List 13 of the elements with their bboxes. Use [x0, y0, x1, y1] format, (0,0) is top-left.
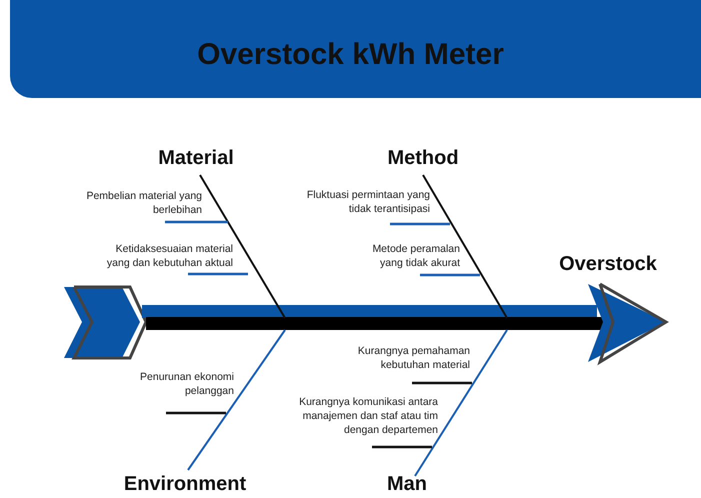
category-label: Overstock — [559, 253, 657, 276]
category-label: Man — [387, 473, 427, 496]
cause-text: Ketidaksesuaian material yang dan kebutuhan aktual — [106, 242, 233, 270]
category-label: Method — [387, 147, 459, 170]
diagram-title: Overstock kWh Meter — [196, 38, 505, 72]
cause-text: Pembelian material yang berlebihan — [85, 189, 202, 217]
cause-text: Penurunan ekonomi pelanggan — [139, 370, 234, 398]
cause-text: Metode peramalan yang tidak akurat — [371, 242, 460, 270]
cause-text: Fluktuasi permintaan yang tidak terantisipasi — [306, 188, 430, 216]
category-label: Environment — [124, 473, 246, 496]
category-label: Material — [158, 147, 234, 170]
cause-text: Kurangnya komunikasi antara manajemen dan staf atau tim dengan departemen — [298, 395, 438, 437]
cause-text: Kurangnya pemahaman kebutuhan material — [356, 344, 470, 372]
